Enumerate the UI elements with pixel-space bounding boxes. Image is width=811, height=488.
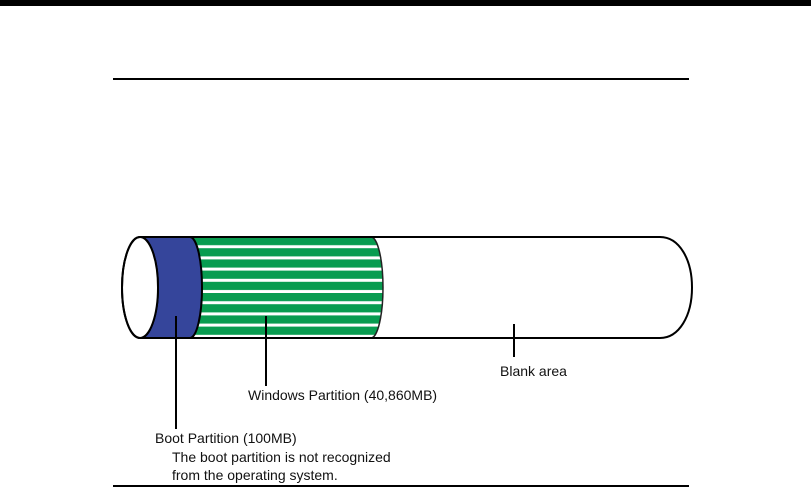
windows-partition-segment (189, 236, 384, 339)
blank-area-label: Blank area (500, 363, 567, 379)
disk-outline (121, 236, 694, 339)
boot-partition-note-line2: from the operating system. (172, 467, 338, 483)
boot-partition-label: Boot Partition (100MB) (155, 430, 297, 446)
header-rule (113, 78, 689, 80)
boot-partition-note-line1: The boot partition is not recognized (172, 449, 391, 465)
footer-rule (113, 485, 689, 487)
page-top-bar (0, 0, 811, 6)
windows-partition-label: Windows Partition (40,860MB) (248, 387, 438, 403)
